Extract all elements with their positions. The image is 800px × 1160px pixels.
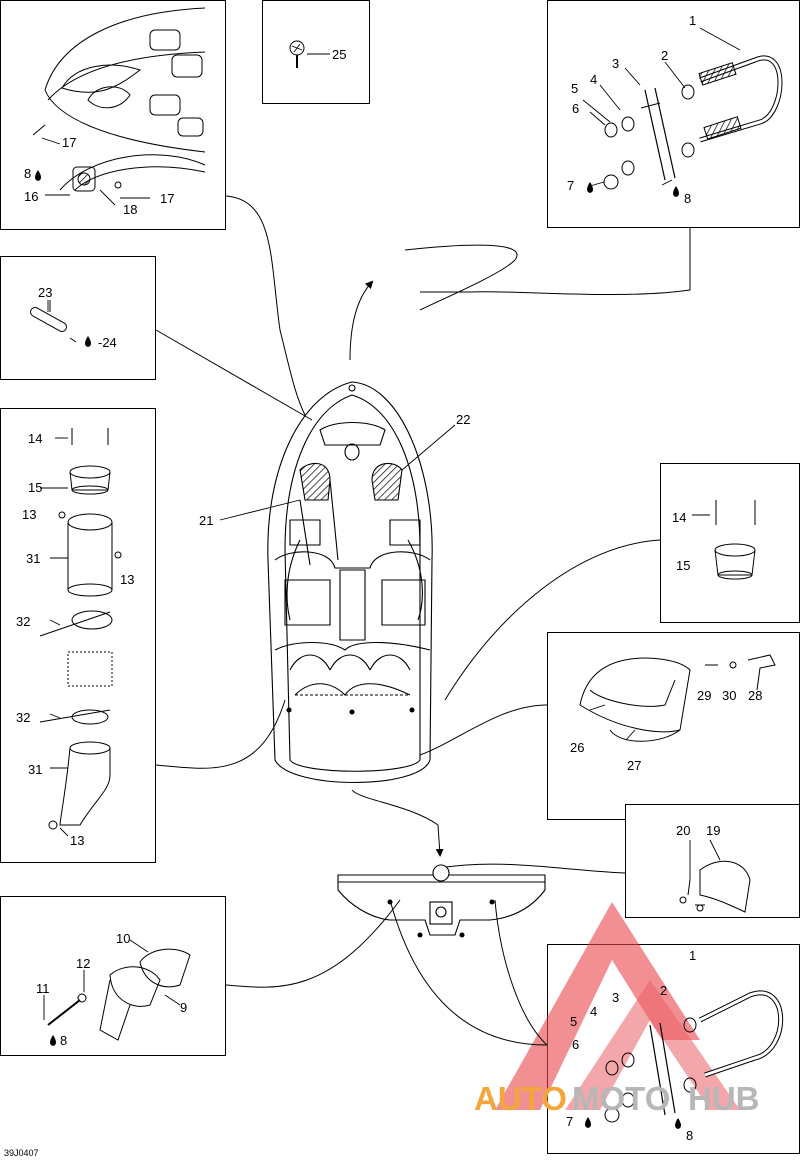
callout-14-right: 14 bbox=[672, 510, 686, 525]
callout-8-bottom: 8 bbox=[686, 1128, 693, 1143]
watermark-hub: HUB bbox=[688, 1080, 760, 1117]
callout-10: 10 bbox=[116, 931, 130, 946]
callout-16: 16 bbox=[24, 189, 38, 204]
callout-27: 27 bbox=[627, 758, 641, 773]
callout-5-bottom: 5 bbox=[570, 1014, 577, 1029]
callout-4: 4 bbox=[590, 72, 597, 87]
callout-31-b: 31 bbox=[28, 762, 42, 777]
callout-8-hull: 8 bbox=[24, 166, 31, 181]
vent-tube-assembly bbox=[39, 428, 122, 830]
panel-drain-plug bbox=[0, 896, 226, 1056]
callout-21: 21 bbox=[199, 513, 213, 528]
drain-plug-detail bbox=[47, 948, 191, 1041]
callout-13-c: 13 bbox=[70, 833, 84, 848]
droplet-icon bbox=[587, 182, 593, 193]
callout-24: -24 bbox=[98, 335, 117, 350]
callout-4-bottom: 4 bbox=[590, 1004, 597, 1019]
droplet-icon bbox=[673, 186, 679, 197]
callout-1: 1 bbox=[689, 13, 696, 28]
vent-cover-detail bbox=[579, 654, 776, 742]
watermark-auto: AUTO bbox=[474, 1080, 567, 1117]
hull-body bbox=[267, 381, 433, 784]
clip-detail bbox=[679, 860, 751, 913]
callout-17-bottom: 17 bbox=[160, 191, 174, 206]
callout-11: 11 bbox=[36, 981, 50, 996]
callout-31-a: 31 bbox=[26, 551, 40, 566]
panel-vent-cover bbox=[547, 632, 800, 820]
callout-30: 30 bbox=[722, 688, 736, 703]
callout-17-top: 17 bbox=[62, 135, 76, 150]
callout-13-b: 13 bbox=[120, 572, 134, 587]
panel-pin bbox=[0, 256, 156, 380]
watermark-moto: MOTO bbox=[572, 1080, 670, 1117]
panel-vent-tubes bbox=[0, 408, 156, 863]
callout-22: 22 bbox=[456, 412, 470, 427]
front-hull-detail bbox=[32, 7, 206, 192]
callout-5: 5 bbox=[571, 81, 578, 96]
callout-12: 12 bbox=[76, 956, 90, 971]
callout-7: 7 bbox=[567, 178, 574, 193]
callout-7-bottom: 7 bbox=[566, 1114, 573, 1129]
callout-labels: 1 2 3 4 5 6 7 8 8 16 17 17 18 25 23 -24 … bbox=[16, 13, 762, 1143]
callout-3-bottom: 3 bbox=[612, 990, 619, 1005]
droplet-icon bbox=[50, 1035, 56, 1046]
vent-cap-detail bbox=[714, 500, 756, 580]
callout-14: 14 bbox=[28, 431, 42, 446]
u-bolt-bottom-assembly bbox=[604, 990, 784, 1123]
leader-lines bbox=[40, 27, 741, 1020]
panel-front-hull bbox=[0, 0, 226, 230]
droplet-icon bbox=[35, 170, 41, 181]
callout-19: 19 bbox=[706, 823, 720, 838]
screw-icon bbox=[289, 40, 330, 68]
drawing-code: 39J0407 bbox=[4, 1148, 39, 1158]
callout-15: 15 bbox=[28, 480, 42, 495]
callout-28: 28 bbox=[748, 688, 762, 703]
connector-lines bbox=[155, 195, 691, 1046]
callout-2-bottom: 2 bbox=[660, 983, 667, 998]
callout-29: 29 bbox=[697, 688, 711, 703]
callout-32-a: 32 bbox=[16, 614, 30, 629]
panel-vent-cap bbox=[660, 463, 800, 623]
u-bolt-top-assembly bbox=[603, 55, 783, 190]
callout-23: 23 bbox=[38, 285, 52, 300]
droplet-icon bbox=[585, 1117, 591, 1128]
cross-member bbox=[337, 864, 546, 938]
watermark-logo bbox=[495, 902, 740, 1110]
callout-15-right: 15 bbox=[676, 558, 690, 573]
callout-25: 25 bbox=[332, 47, 346, 62]
callout-20: 20 bbox=[676, 823, 690, 838]
droplet-icon bbox=[85, 336, 91, 347]
callout-1-bottom: 1 bbox=[689, 948, 696, 963]
callout-18: 18 bbox=[123, 202, 137, 217]
watermark-text: AUTO MOTO HUB bbox=[474, 1080, 760, 1117]
callout-8: 8 bbox=[684, 191, 691, 206]
callout-2: 2 bbox=[661, 48, 668, 63]
callout-9: 9 bbox=[180, 1000, 187, 1015]
callout-6: 6 bbox=[572, 101, 579, 116]
pin-detail bbox=[30, 300, 77, 343]
droplet-icon bbox=[675, 1118, 681, 1129]
callout-26: 26 bbox=[570, 740, 584, 755]
droplet-icons bbox=[35, 170, 681, 1129]
callout-13-a: 13 bbox=[22, 507, 36, 522]
callout-6-bottom: 6 bbox=[572, 1037, 579, 1052]
panel-screw bbox=[262, 0, 370, 104]
callout-8-drain: 8 bbox=[60, 1033, 67, 1048]
callout-3: 3 bbox=[612, 56, 619, 71]
callout-32-b: 32 bbox=[16, 710, 30, 725]
